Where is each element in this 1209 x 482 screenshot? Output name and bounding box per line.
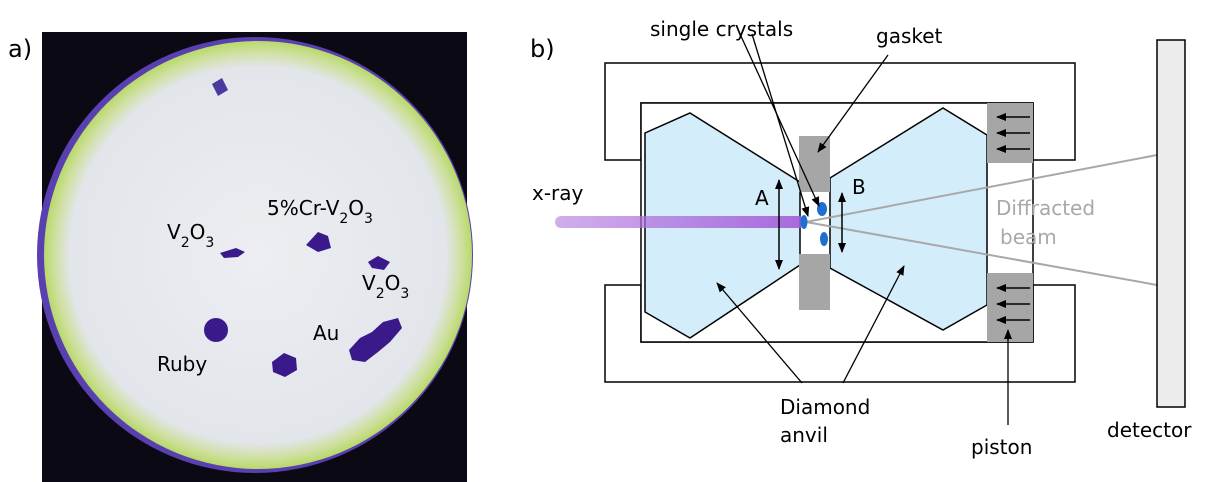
- panel-a-label: a): [8, 35, 32, 63]
- label-v2o3-right: V2O3: [362, 271, 409, 302]
- leader-diamond-left: [716, 282, 803, 384]
- crystal-lower: [820, 232, 828, 246]
- leader-single-crystals-2: [751, 33, 810, 217]
- leader-single-crystals-1: [739, 33, 820, 207]
- gasket-lower: [799, 254, 830, 310]
- gold-flakes: [349, 318, 402, 362]
- leader-gasket: [817, 54, 889, 153]
- label-diamond-1: Diamond: [780, 395, 870, 419]
- label-ruby: Ruby: [157, 352, 207, 376]
- detector-plate: [1156, 39, 1186, 408]
- panel-b-label: b): [530, 35, 555, 63]
- label-diffracted-2: beam: [1000, 225, 1057, 249]
- crystal-upper: [817, 202, 827, 216]
- crystal-bottom: [272, 353, 297, 377]
- label-single-crystals: single crystals: [650, 17, 793, 41]
- crystal-small: [800, 215, 808, 229]
- microscope-photo: [37, 32, 473, 482]
- leader-diamond-right: [842, 265, 905, 384]
- label-dim-b: B: [852, 175, 866, 199]
- label-dim-a: A: [755, 186, 769, 210]
- label-au: Au: [313, 321, 339, 345]
- xray-beam: [555, 216, 805, 228]
- label-v2o3-left: V2O3: [167, 220, 214, 251]
- label-detector: detector: [1107, 418, 1192, 442]
- label-diffracted-1: Diffracted: [996, 196, 1095, 220]
- diffracted-beam-upper: [805, 154, 1158, 223]
- edge-defect: [212, 78, 228, 96]
- piston-lower: [987, 273, 1033, 342]
- ruby-sphere: [204, 318, 228, 342]
- label-xray: x-ray: [532, 181, 584, 205]
- gasket-hole: [44, 41, 472, 469]
- diffracted-beam-lower: [805, 221, 1158, 286]
- label-gasket: gasket: [876, 24, 943, 48]
- crystal-v2o3-left: [220, 248, 245, 258]
- label-piston: piston: [971, 435, 1032, 459]
- piston-force-arrows: [996, 113, 1030, 324]
- gasket-upper: [799, 136, 830, 192]
- crystal-v2o3-right: [368, 256, 390, 270]
- label-cr-v2o3: 5%Cr-V2O3: [267, 196, 373, 227]
- label-diamond-2: anvil: [780, 423, 828, 447]
- crystal-cr-v2o3: [306, 232, 331, 252]
